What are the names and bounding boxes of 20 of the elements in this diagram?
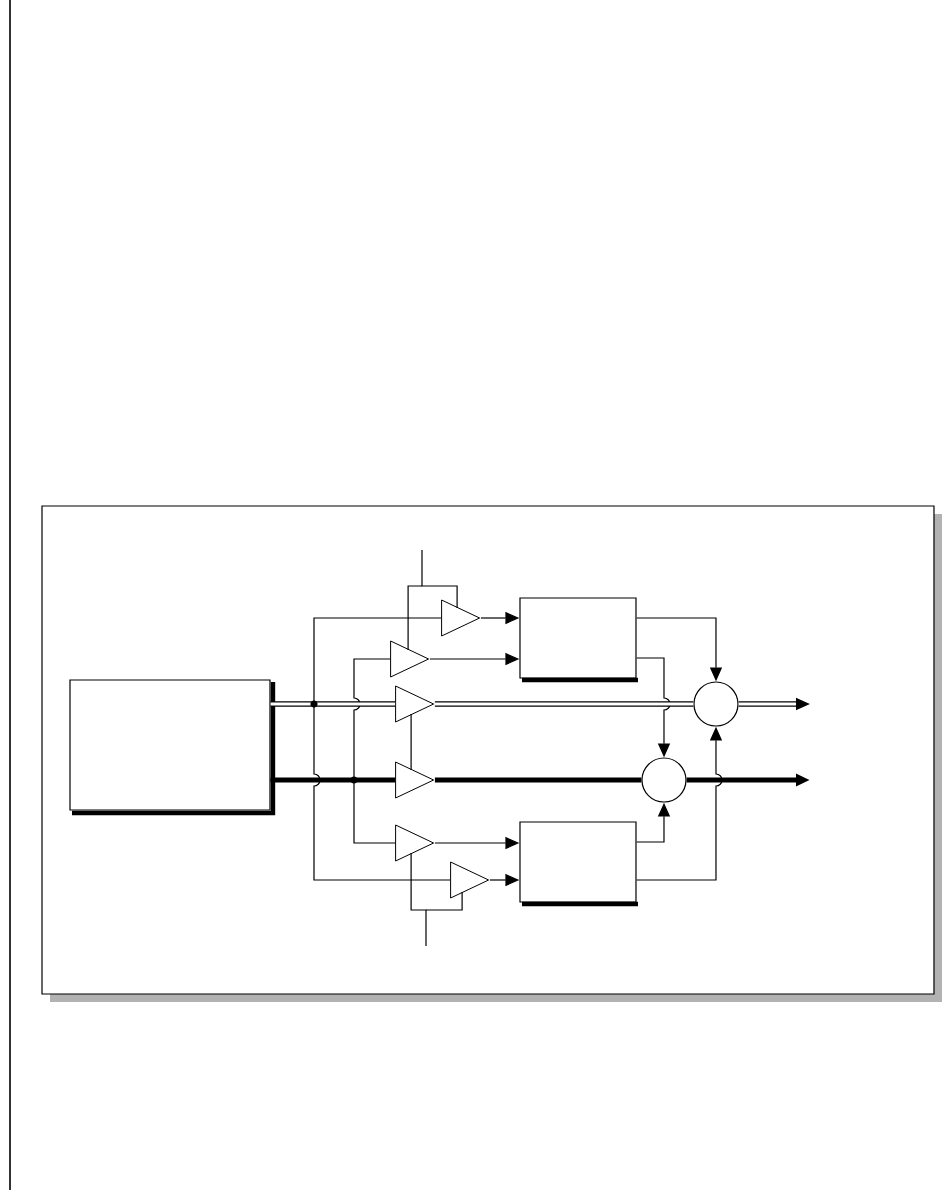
signal-line — [434, 701, 694, 707]
signal-line — [410, 852, 427, 947]
signal-line — [410, 713, 412, 771]
summing-circle — [693, 681, 739, 727]
amplifier-triangle — [395, 824, 435, 862]
amplifier-triangle — [390, 640, 430, 678]
signal-line — [434, 777, 642, 783]
signal-line — [421, 549, 458, 609]
amplifier-triangle — [450, 861, 490, 899]
amplifier-triangle — [395, 685, 435, 723]
amplifier-triangle — [395, 761, 435, 799]
signal-line — [270, 777, 396, 783]
signal-line — [425, 891, 463, 911]
amplifier-triangle — [441, 599, 481, 637]
signal-line — [270, 701, 396, 707]
block-box — [69, 679, 276, 816]
block-box — [519, 597, 638, 683]
signal-line — [407, 585, 423, 651]
block-box — [519, 821, 638, 907]
summing-circle — [641, 757, 687, 803]
